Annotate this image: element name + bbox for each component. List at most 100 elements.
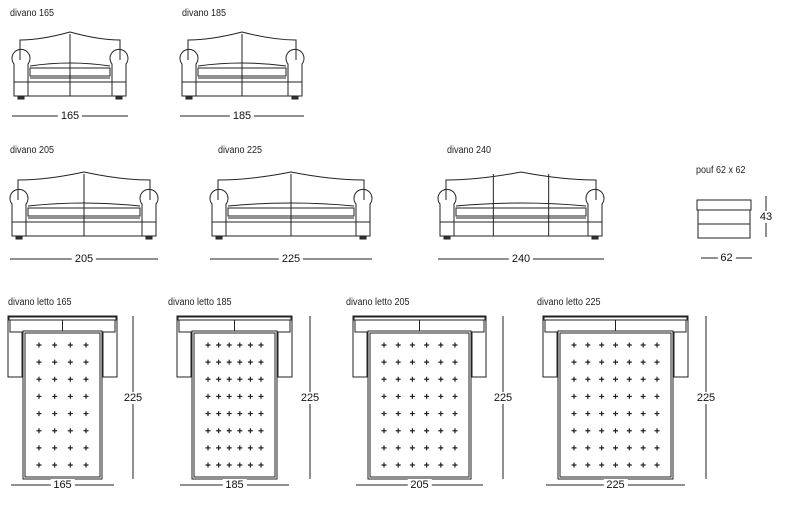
sofa-label: divano 225 (218, 145, 263, 156)
tufting-mark (452, 462, 458, 468)
tufting-mark (571, 445, 577, 451)
dimension-label: 225 (297, 391, 323, 404)
tufting-mark (599, 462, 605, 468)
tufting-mark (395, 359, 401, 365)
tufting-mark (381, 376, 387, 382)
tufting-mark (613, 445, 618, 451)
tufting-mark (599, 411, 605, 417)
tufting-mark (67, 445, 73, 451)
tufting-mark (205, 393, 211, 399)
tufting-mark (452, 428, 458, 434)
sofa-bed-top-view (352, 315, 487, 480)
tufting-mark (654, 393, 660, 399)
tufting-mark (205, 462, 211, 468)
tufting-mark (247, 428, 253, 434)
tufting-mark (237, 359, 243, 365)
tufting-mark (585, 411, 591, 417)
tufting-mark (613, 462, 618, 468)
tufting-mark (83, 342, 89, 348)
tufting-mark (205, 411, 211, 417)
tufting-mark (36, 428, 42, 434)
dimension-label: 185 (229, 110, 255, 122)
tufting-mark (226, 393, 232, 399)
tufting-mark (640, 411, 646, 417)
tufting-mark (205, 445, 211, 451)
tufting-mark (654, 428, 660, 434)
tufting-mark (613, 411, 618, 417)
tufting-mark (395, 376, 401, 382)
tufting-mark (205, 376, 211, 382)
sofa-arm (353, 188, 373, 237)
tufting-mark (52, 376, 58, 382)
tufting-mark (571, 342, 577, 348)
tufting-mark (258, 393, 264, 399)
tufting-mark (654, 359, 660, 365)
tufting-mark (67, 376, 73, 382)
tufting-mark (216, 462, 222, 468)
tufting-mark (237, 462, 243, 468)
sofa-label: divano 185 (182, 8, 227, 19)
tufting-mark (438, 393, 444, 399)
sofa-back (19, 31, 121, 60)
tufting-mark (640, 428, 646, 434)
tufting-mark (83, 445, 89, 451)
mattress-inner (193, 332, 276, 478)
sofa-label: divano 240 (447, 145, 492, 156)
sofa-foot (443, 235, 451, 240)
sofa-bed-label: divano letto 205 (346, 297, 410, 308)
tufting-mark (640, 393, 646, 399)
tufting-mark (438, 376, 444, 382)
tufting-mark (424, 462, 430, 468)
tufting-mark (67, 411, 73, 417)
tufting-mark (452, 342, 458, 348)
tufting-mark (409, 428, 415, 434)
dimension-label: 62 (717, 252, 736, 264)
tufting-mark (438, 342, 444, 348)
dimension-label: 205 (71, 253, 97, 265)
tufting-mark (226, 342, 232, 348)
mattress-inner (369, 332, 470, 478)
sofa-foot (17, 95, 25, 100)
tufting-mark (585, 428, 591, 434)
tufting-mark (452, 359, 458, 365)
tufting-mark (613, 428, 618, 434)
tufting-mark (205, 428, 211, 434)
sofa-foot (15, 235, 23, 240)
tufting-mark (585, 445, 591, 451)
tufting-mark (571, 376, 577, 382)
tufting-mark (626, 462, 632, 468)
tufting-mark (36, 411, 42, 417)
dimension-label: 165 (50, 479, 75, 491)
tufting-mark (247, 393, 253, 399)
dimension-label: 225 (278, 253, 304, 265)
tufting-mark (67, 393, 73, 399)
tufting-mark (226, 376, 232, 382)
tufting-mark (83, 376, 89, 382)
tufting-mark (452, 411, 458, 417)
mattress-inner (24, 332, 101, 478)
pouf-drawing (696, 199, 752, 239)
tufting-mark (424, 393, 430, 399)
tufting-mark (52, 393, 58, 399)
sofa-front-view (209, 171, 373, 240)
mattress-inner (559, 332, 672, 478)
tufting-mark (258, 411, 264, 417)
dimension-label: 43 (756, 210, 776, 223)
sofa-front-view (179, 31, 305, 100)
tufting-mark (395, 428, 401, 434)
tufting-mark (67, 342, 73, 348)
sofa-arm (139, 188, 159, 237)
tufting-mark (424, 445, 430, 451)
tufting-mark (36, 462, 42, 468)
tufting-mark (226, 411, 232, 417)
dimension-label: 185 (222, 479, 247, 491)
tufting-mark (424, 428, 430, 434)
tufting-mark (424, 342, 430, 348)
tufting-mark (626, 428, 632, 434)
tufting-mark (237, 342, 243, 348)
tufting-mark (216, 445, 222, 451)
tufting-mark (599, 359, 605, 365)
tufting-mark (452, 376, 458, 382)
tufting-mark (599, 342, 605, 348)
